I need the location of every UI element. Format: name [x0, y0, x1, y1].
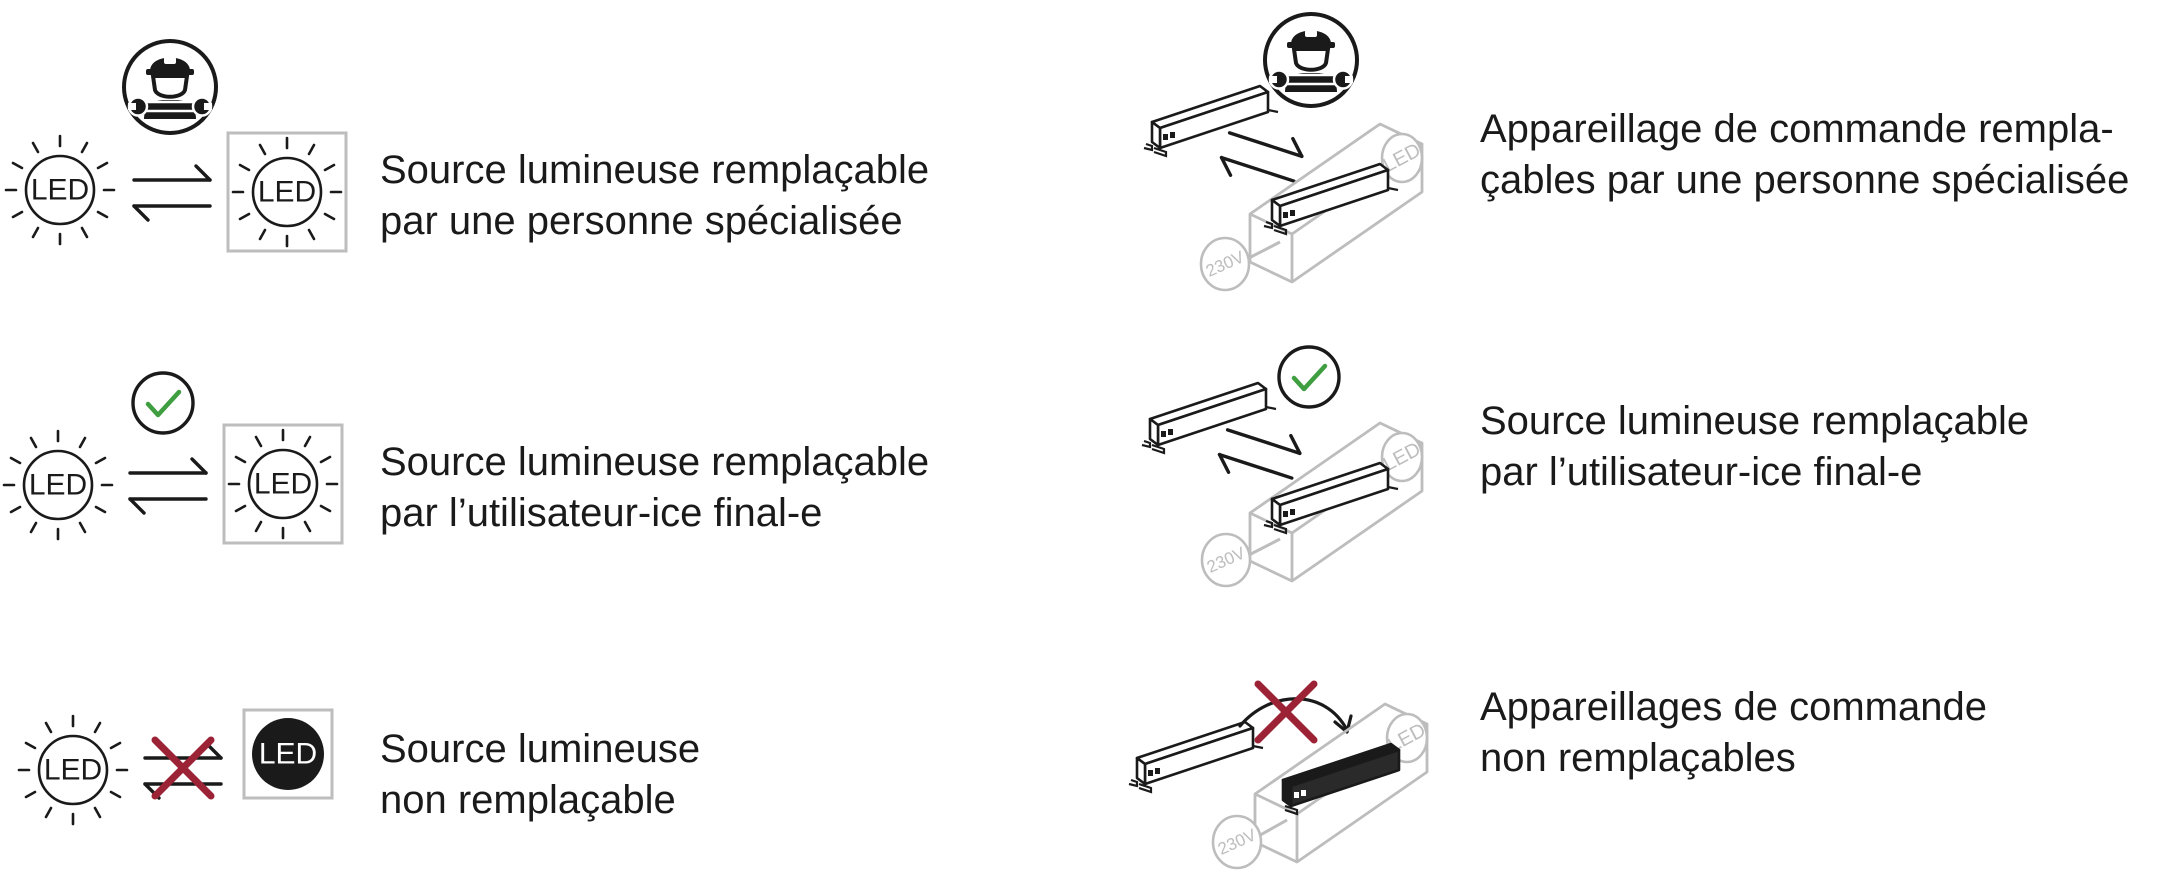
led-source-icon: LED: [2, 429, 114, 541]
caption-line-1: Source lumineuse remplaçable: [380, 148, 930, 192]
loose-driver-icon: [1140, 381, 1278, 455]
caption-line-1: Appareillage de commande rempla-: [1480, 107, 2114, 151]
led-fixed-icon: [252, 718, 324, 790]
loose-driver-icon: [1142, 84, 1280, 158]
right-row-1-icon-group: LED 230V: [1142, 12, 1424, 292]
caption-line-1: Source lumineuse remplaçable: [1480, 399, 2030, 443]
caption-line-2: par l’utilisateur-ice final-e: [1480, 450, 1923, 494]
right-row-1-caption: Appareillage de commande rempla- çables …: [1480, 104, 2129, 206]
led-badge: [1380, 132, 1424, 184]
right-row-2-caption: Source lumineuse remplaçable par l’utili…: [1480, 396, 2029, 498]
left-row-2-caption: Source lumineuse remplaçable par l’utili…: [380, 437, 929, 539]
caption-line-2: non remplaçable: [380, 778, 676, 822]
caption-line-2: par l’utilisateur-ice final-e: [380, 491, 823, 535]
swap-arrows-icon: [128, 457, 208, 515]
left-row-1-icon-group: LED LED: [4, 39, 348, 253]
right-row-3-caption: Appareillages de commande non remplaçabl…: [1480, 682, 1987, 784]
caption-line-1: Source lumineuse: [380, 727, 701, 771]
right-row-2-icon-group: LED 230V: [1140, 335, 1424, 588]
caption-line-1: Source lumineuse remplaçable: [380, 440, 930, 484]
right-row-3-icon-group: LED 230V: [1127, 670, 1429, 870]
led-badge: [1380, 431, 1424, 483]
voltage-badge: [1199, 236, 1251, 292]
led-badge-text: LED: [31, 174, 89, 207]
technician-icon: [1263, 12, 1359, 108]
swap-arrows-icon: [1213, 414, 1306, 494]
technician-icon: [122, 39, 218, 135]
check-icon: [133, 373, 193, 433]
left-row-1-caption: Source lumineuse remplaçable par une per…: [380, 145, 929, 247]
cross-icon: [1258, 684, 1314, 740]
loose-driver-icon: [1127, 720, 1265, 794]
left-row-2-icon-group: LED LED: [2, 360, 344, 545]
led-source-icon: LED: [4, 134, 116, 246]
led-badge-text: LED: [29, 469, 87, 502]
cross-icon: [155, 740, 211, 796]
caption-line-1: Appareillages de commande: [1480, 685, 1987, 729]
swap-arrows-icon: [132, 164, 212, 222]
led-source-icon: LED: [227, 428, 339, 540]
caption-line-2: non remplaçables: [1480, 736, 1796, 780]
led-badge-text: LED: [259, 738, 317, 771]
caption-line-2: par une personne spécialisée: [380, 199, 903, 243]
voltage-badge: [1211, 814, 1263, 870]
check-icon: [1279, 347, 1339, 407]
left-row-3-icon-group: LED LED: [17, 708, 334, 826]
voltage-badge: [1200, 532, 1252, 588]
led-badge-text: LED: [258, 176, 316, 209]
left-row-3-caption: Source lumineuse non remplaçable: [380, 724, 700, 826]
led-source-icon: LED: [17, 714, 129, 826]
led-badge-text: LED: [254, 468, 312, 501]
caption-line-2: çables par une personne spécialisée: [1480, 158, 2130, 202]
led-badge-text: LED: [44, 754, 102, 787]
led-source-icon: LED: [231, 136, 343, 248]
